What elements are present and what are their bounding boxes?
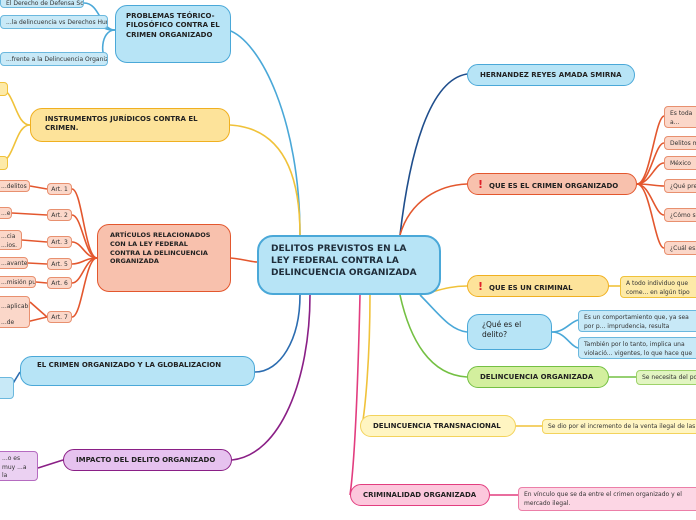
impact-title: IMPACTO DEL DELITO ORGANIZADO (76, 456, 216, 464)
crime-leaf-2[interactable]: También por lo tanto, implica una violac… (578, 337, 696, 359)
organized-crime-leaf-3[interactable]: México (664, 156, 696, 170)
crime-leaf-1[interactable]: Es un comportamiento que, ya sea por p..… (578, 310, 696, 332)
delinquency-title: DELINCUENCIA ORGANIZADA (480, 373, 594, 381)
link-instruments (229, 124, 301, 236)
instruments-node[interactable]: INSTRUMENTOS JURÍDICOS CONTRA EL CRIMEN. (30, 108, 230, 142)
delinquency-leaf[interactable]: Se necesita del poder... (636, 370, 696, 385)
transnational-title: DELINCUENCIA TRANSNACIONAL (373, 422, 501, 430)
exclamation-icon: ! (478, 178, 484, 191)
link-globalization (254, 294, 301, 373)
impact-node[interactable]: IMPACTO DEL DELITO ORGANIZADO (63, 449, 232, 471)
transnational-node[interactable]: DELINCUENCIA TRANSNACIONAL (360, 415, 516, 437)
globalization-leaf (0, 377, 14, 399)
exclamation-icon: ! (478, 280, 484, 293)
link-impact (231, 294, 311, 461)
articles-node[interactable]: ARTÍCULOS RELACIONADOS CON LA LEY FEDERA… (97, 224, 231, 292)
link-transnational (361, 294, 371, 427)
central-topic[interactable]: DELITOS PREVISTOS EN LA LEY FEDERAL CONT… (257, 235, 441, 295)
criminality-leaf[interactable]: En vínculo que se da entre el crimen org… (518, 487, 696, 511)
criminality-title: CRIMINALIDAD ORGANIZADA (363, 491, 477, 499)
problems-leaf-1[interactable]: El Derecho de Defensa Social (0, 0, 84, 8)
article-6-text[interactable]: ...misión punitiva. (0, 276, 36, 288)
article-3-text[interactable]: ...cia ...ios. (0, 230, 22, 250)
organized-crime-leaf-5[interactable]: ¿Cómo se... (664, 208, 696, 222)
article-2-label[interactable]: Art. 2 (47, 209, 72, 221)
article-5-label[interactable]: Art. 5 (47, 258, 72, 270)
author-node[interactable]: HERNANDEZ REYES AMADA SMIRNA (467, 64, 635, 86)
link-problems (227, 29, 301, 236)
articles-title: ARTÍCULOS RELACIONADOS CON LA LEY FEDERA… (110, 231, 211, 266)
link-articles (227, 257, 258, 263)
link-organized (399, 183, 468, 236)
article-1-text[interactable]: ...delitos (0, 180, 30, 192)
globalization-title: EL CRIMEN ORGANIZADO Y LA GLOBALIZACION (37, 361, 222, 369)
organized-crime-title: QUE ES EL CRIMEN ORGANIZADO (489, 182, 619, 190)
article-1-label[interactable]: Art. 1 (47, 183, 72, 195)
delinquency-node[interactable]: DELINCUENCIA ORGANIZADA (467, 366, 609, 388)
link-author (399, 73, 468, 236)
problems-title: PROBLEMAS TEÓRICO-FILOSÓFICO CONTRA EL C… (126, 12, 220, 39)
link-delinquency (399, 294, 468, 378)
criminal-node[interactable]: ! QUE ES UN CRIMINAL (467, 275, 609, 297)
criminality-node[interactable]: CRIMINALIDAD ORGANIZADA (350, 484, 490, 506)
link-criminality (349, 294, 361, 496)
what-is-crime-title: ¿Qué es el delito? (482, 320, 522, 340)
instruments-title: INSTRUMENTOS JURÍDICOS CONTRA EL CRIMEN. (45, 115, 198, 133)
article-7-label[interactable]: Art. 7 (47, 311, 72, 323)
problems-leaf-2[interactable]: ...la delincuencia vs Derechos Humanos (0, 15, 108, 29)
impact-leaf[interactable]: ...o es muy ...a la (0, 451, 38, 481)
organized-crime-leaf-1[interactable]: Es toda a... personas... (664, 106, 696, 128)
link-delito (419, 294, 468, 333)
article-7-text[interactable]: ...aplicables ...de (0, 296, 30, 328)
globalization-node[interactable]: EL CRIMEN ORGANIZADO Y LA GLOBALIZACION (20, 356, 255, 386)
article-6-label[interactable]: Art. 6 (47, 277, 72, 289)
organized-crime-leaf-4[interactable]: ¿Qué pres... (664, 179, 696, 193)
problems-leaf-3[interactable]: ...frente a la Delincuencia Organizada (0, 52, 108, 66)
article-2-text[interactable]: ...e (0, 207, 12, 219)
transnational-leaf[interactable]: Se dio por el incremento de la venta ile… (542, 419, 696, 434)
criminal-leaf[interactable]: A todo individuo que come... en algún ti… (620, 276, 696, 298)
what-is-crime-node[interactable]: ¿Qué es el delito? (467, 314, 552, 350)
instruments-leaf-1 (0, 82, 8, 96)
central-topic-title: DELITOS PREVISTOS EN LA LEY FEDERAL CONT… (271, 244, 417, 279)
criminal-title: QUE ES UN CRIMINAL (489, 284, 573, 292)
article-3-label[interactable]: Art. 3 (47, 236, 72, 248)
problems-node[interactable]: PROBLEMAS TEÓRICO-FILOSÓFICO CONTRA EL C… (115, 5, 231, 63)
organized-crime-leaf-6[interactable]: ¿Cuál es... (664, 241, 696, 255)
organized-crime-node[interactable]: ! QUE ES EL CRIMEN ORGANIZADO (467, 173, 637, 195)
article-5-text[interactable]: ...avantes. (0, 257, 28, 269)
organized-crime-leaf-2[interactable]: Delitos m... (664, 136, 696, 150)
instruments-leaf-2 (0, 156, 8, 170)
author-name: HERNANDEZ REYES AMADA SMIRNA (480, 71, 622, 79)
